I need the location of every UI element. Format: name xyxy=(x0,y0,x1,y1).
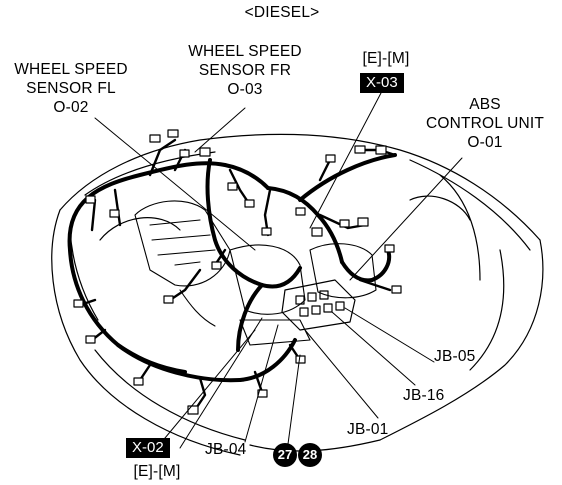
label-wheel-speed-sensor-fl: WHEEL SPEED SENSOR FL O-02 xyxy=(14,61,128,116)
label-jb-04: JB-04 xyxy=(205,441,247,458)
circle-ref-28: 28 xyxy=(298,443,322,467)
connectors xyxy=(73,129,402,415)
label-wheel-speed-sensor-fr: WHEEL SPEED SENSOR FR O-03 xyxy=(188,43,302,98)
junction-box-cluster xyxy=(281,279,356,331)
leader-lines xyxy=(94,92,463,451)
label-abs-control-unit: ABS CONTROL UNIT O-01 xyxy=(425,96,545,151)
engine-block xyxy=(134,200,377,346)
label-jb-16: JB-16 xyxy=(403,387,445,404)
main-harness xyxy=(67,153,397,383)
branch-harness xyxy=(78,138,397,412)
label-jb-01: JB-01 xyxy=(347,421,389,438)
diagram-title: <DIESEL> xyxy=(244,4,320,21)
label-connector-code-bottom: [E]-[M] xyxy=(133,463,181,480)
label-jb-05: JB-05 xyxy=(434,348,476,365)
tag-x-03: X-03 xyxy=(360,73,404,93)
circle-ref-27: 27 xyxy=(273,443,297,467)
tag-x-02: X-02 xyxy=(126,438,170,458)
label-connector-code-top: [E]-[M] xyxy=(362,50,410,67)
vehicle-body-outline xyxy=(51,133,544,456)
